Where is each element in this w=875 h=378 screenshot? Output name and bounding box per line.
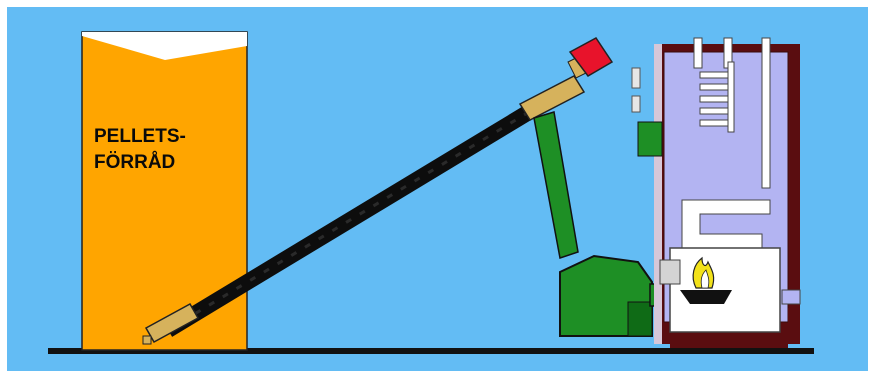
boiler	[631, 37, 801, 348]
boiler-base	[670, 336, 788, 348]
storage-label-line-1: PELLETS-	[94, 126, 186, 147]
auger-motor	[568, 37, 614, 77]
flame-icon	[692, 256, 715, 289]
floor-line	[48, 348, 814, 354]
hot-water-coil	[699, 61, 735, 133]
boiler-control-panel	[637, 121, 663, 157]
burner-firebowl	[680, 290, 732, 304]
drop-tube	[533, 111, 579, 259]
storage-label: PELLETS- FÖRRÅD	[94, 124, 244, 176]
flow-pipe	[693, 37, 703, 69]
flue-pipe	[761, 37, 771, 189]
storage-label-line-2: FÖRRÅD	[94, 152, 176, 173]
pellet-heap-top	[82, 32, 247, 60]
auger-intake-end	[142, 302, 200, 345]
feed-auger	[142, 37, 614, 345]
